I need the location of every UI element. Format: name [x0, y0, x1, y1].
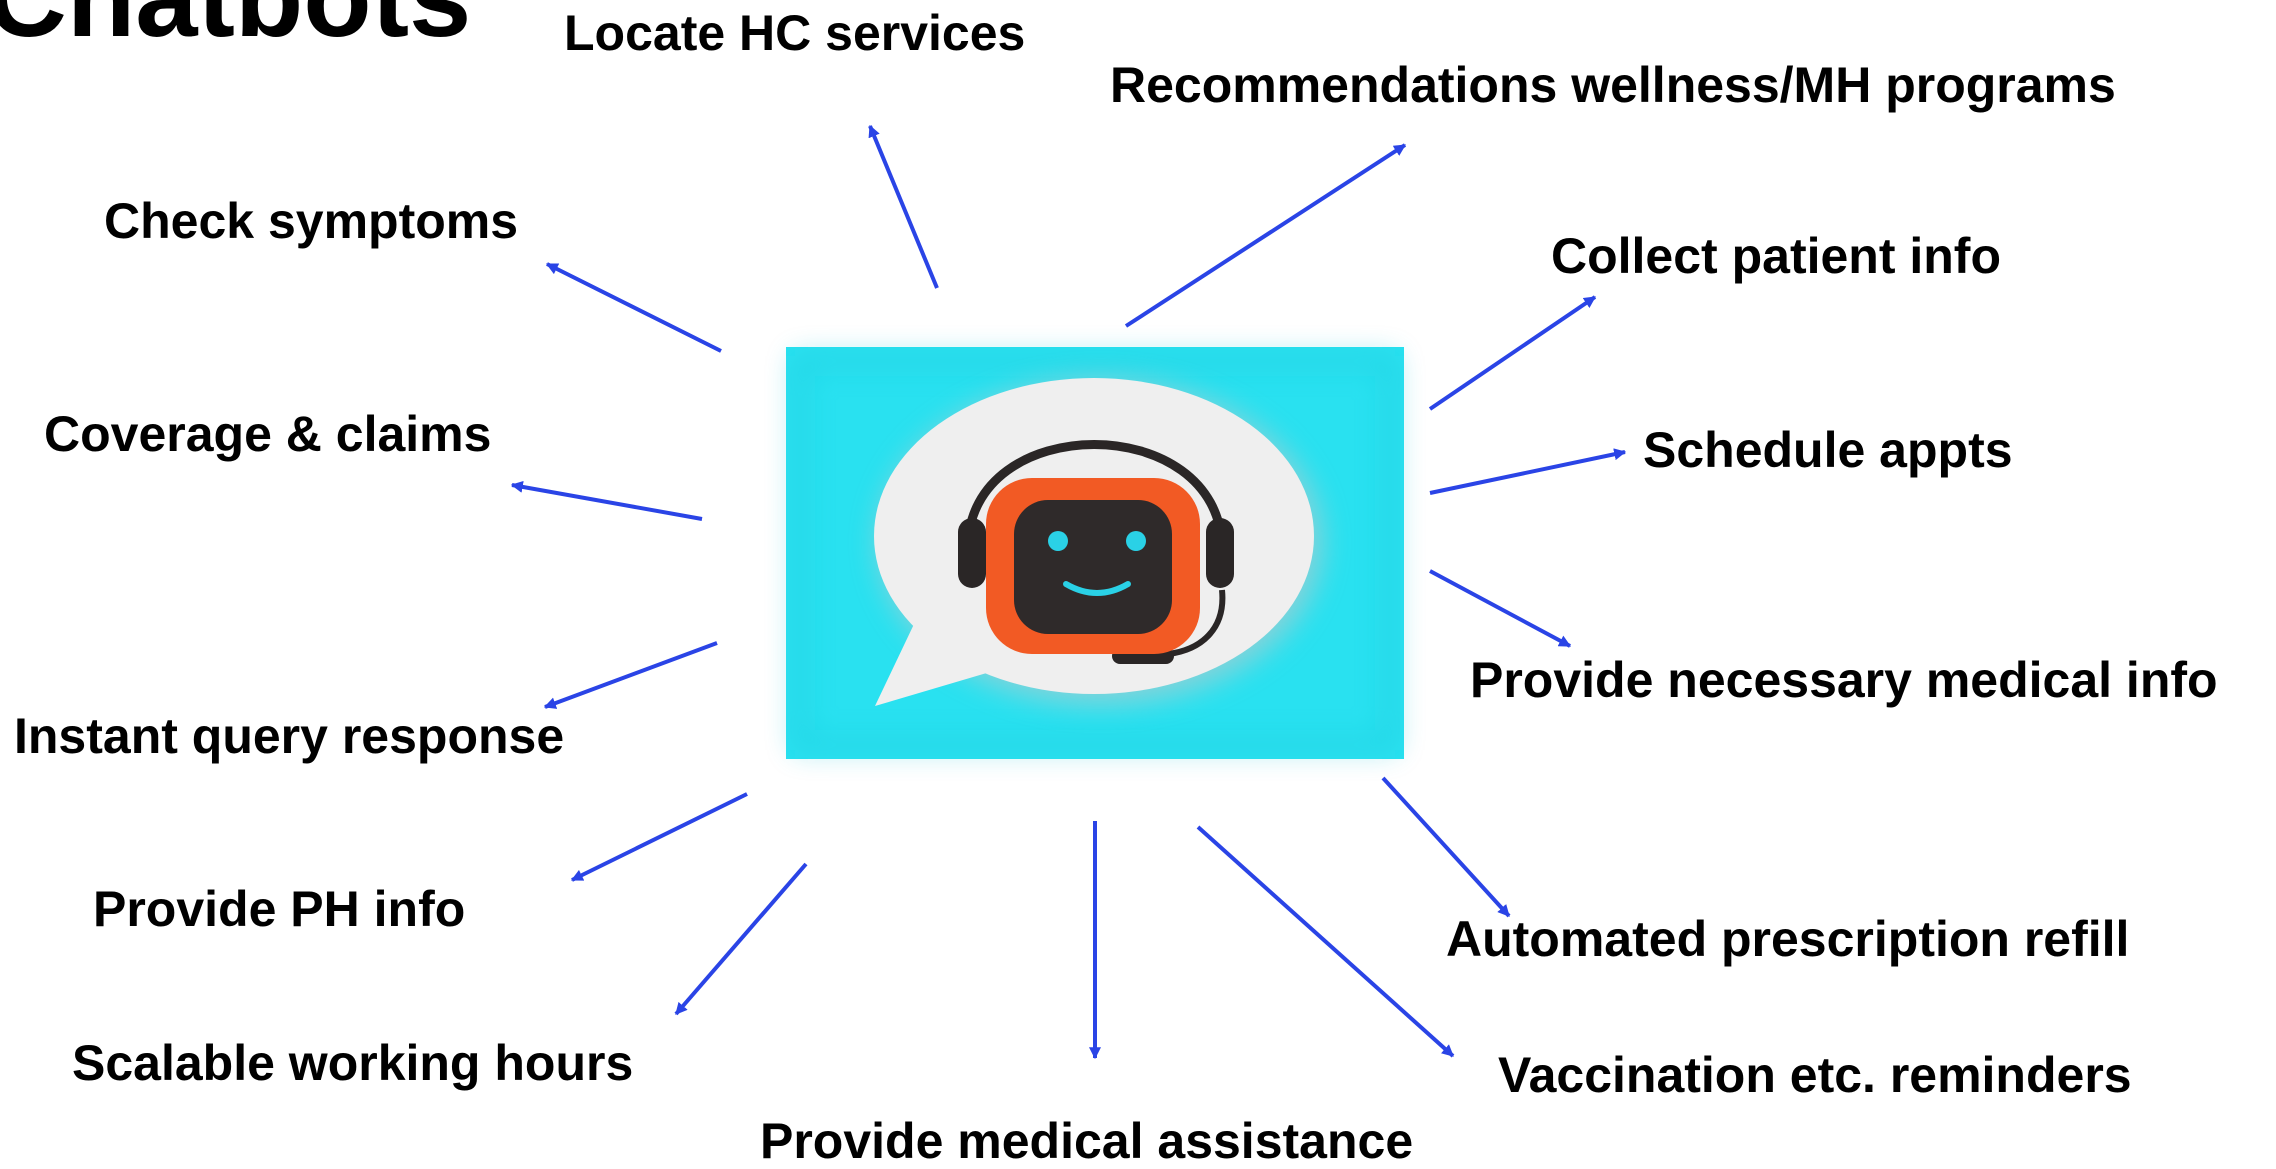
page-title: Chatbots: [0, 0, 471, 54]
icon-background-vignette: [795, 356, 1395, 750]
label-schedule-appts: Schedule appts: [1643, 422, 2013, 478]
arrow-provide-medical-info: [1429, 569, 1572, 648]
label-collect-patient-info: Collect patient info: [1551, 228, 2001, 284]
arrow-vaccination: [1196, 825, 1455, 1058]
label-instant-query-response: Instant query response: [14, 708, 565, 764]
arrow-instant-query: [543, 641, 718, 709]
arrow-recommendations: [1124, 143, 1407, 328]
arrow-check-symptoms: [545, 262, 722, 353]
robot-head-icon: [958, 440, 1234, 664]
label-provide-ph-info: Provide PH info: [93, 881, 466, 937]
arrow-locate-hc-services: [868, 124, 939, 289]
arrow-schedule-appts: [1429, 448, 1627, 495]
label-vaccination-reminders: Vaccination etc. reminders: [1498, 1047, 2132, 1103]
label-coverage-claims: Coverage & claims: [44, 406, 492, 462]
chatbot-icon: [786, 347, 1404, 759]
arrow-automated-refill: [1381, 776, 1511, 918]
label-provide-necessary-medical-info: Provide necessary medical info: [1470, 652, 2218, 708]
label-scalable-working-hours: Scalable working hours: [72, 1035, 634, 1091]
label-recommendations-wellness-programs: Recommendations wellness/MH programs: [1110, 57, 2116, 113]
arrow-scalable-hours: [674, 862, 808, 1016]
label-provide-medical-assistance: Provide medical assistance: [760, 1113, 1414, 1169]
label-check-symptoms: Check symptoms: [104, 193, 519, 249]
arrow-coverage-claims: [510, 480, 703, 521]
arrow-collect-patient-info: [1428, 295, 1597, 411]
arrows: [510, 124, 1627, 1060]
label-automated-prescription-refill: Automated prescription refill: [1446, 911, 2130, 967]
arrow-provide-ph-info: [570, 792, 748, 882]
label-locate-hc-services: Locate HC services: [564, 5, 1026, 61]
